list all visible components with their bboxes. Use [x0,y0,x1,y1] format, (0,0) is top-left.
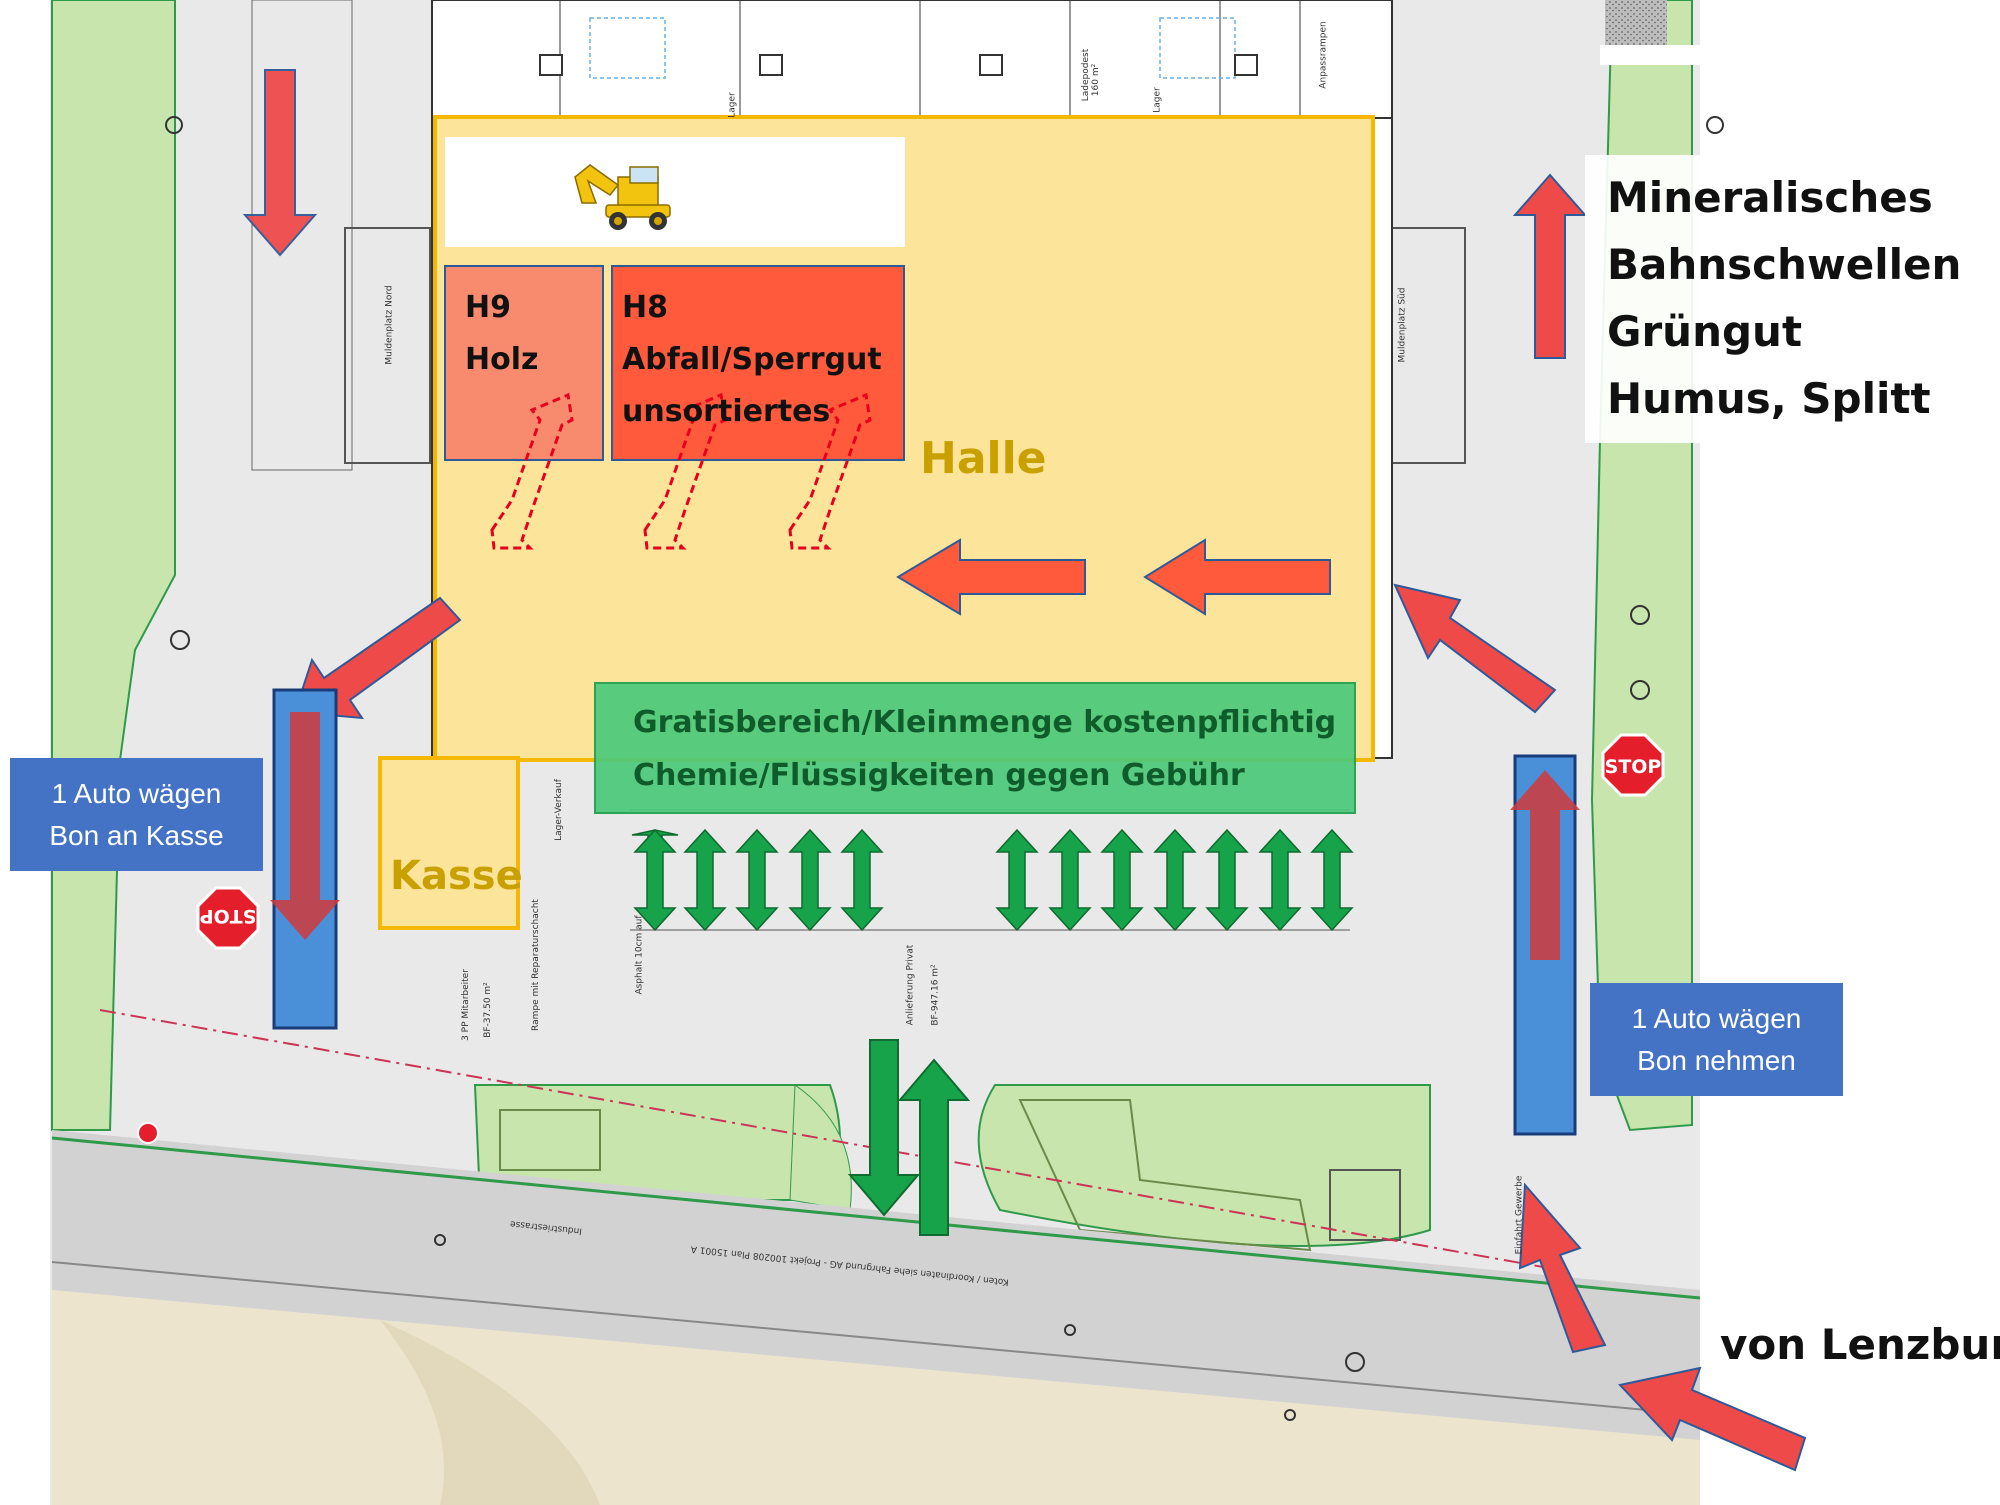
rampe-label: Rampe mit Reparaturschacht [530,899,541,1031]
mulde-nord-label: Muldenplatz Nord [384,285,395,365]
zone-h9 [444,265,604,461]
material-3: Grüngut [1607,307,1803,356]
double-arrow [788,828,832,932]
scale-entry-arrow [1510,770,1580,960]
anlieferung-label: Anlieferung Privat [905,944,916,1026]
arrow-up-delivery [897,1058,971,1236]
material-4: Humus, Splitt [1607,374,1931,423]
double-arrow [1100,828,1144,932]
einfahrt-label: Einfahrt Gewerbe [1514,1175,1525,1255]
zone-h8-line2: unsortiertes [622,394,831,429]
arrow-from-lenzburg [1618,1366,1807,1472]
scale-exit-line1: 1 Auto wägen [51,777,222,809]
double-arrow [1258,828,1302,932]
free-area [594,682,1356,814]
mulde-sued-label: Muldenplatz Süd [1397,287,1408,363]
mulde-nord-bay [344,227,431,464]
double-arrow [1310,828,1354,932]
double-arrow [1205,828,1249,932]
double-arrow [840,828,884,932]
unloading-markers [490,392,872,550]
lager-verkauf-label: Lager-Verkauf [553,779,564,841]
arrow-down-left [242,69,318,257]
from-lenzburg-label: von Lenzburg [1720,1320,2000,1369]
arrow-entry [1518,1182,1607,1354]
free-area-line1: Gratisbereich/Kleinmenge kostenpflichtig [633,705,1337,740]
asphalt-label: Asphalt 10cm auf [634,915,645,995]
double-arrow [683,828,727,932]
zone-h8 [611,265,905,461]
scale-exit-arrow [270,712,340,940]
material-1: Mineralisches [1607,173,1933,222]
cashier-box [378,756,520,930]
pp-area-label: BF-37.50 m² [482,982,493,1038]
stop-text-left: STOP [200,905,257,927]
double-arrow [995,828,1039,932]
no-entry-sign [137,1122,159,1144]
zone-h9-name: Holz [465,342,539,377]
double-arrow [1048,828,1092,932]
anpassrampen-label: Anpassrampen [1318,21,1329,89]
lager-label-1: Lager [727,92,738,118]
arrow-left-1 [1143,538,1331,616]
ladepodest-label: Ladepodest [1081,48,1092,102]
scale-exit-line2: Bon an Kasse [49,819,224,851]
arrow-left-2 [896,538,1086,616]
hall-label: Halle [920,433,1047,484]
arrow-down-delivery [847,1039,921,1217]
double-arrow-group [633,828,1354,932]
double-arrow [735,828,779,932]
stop-text-right: STOP [1605,756,1662,778]
scale-entry-line1: 1 Auto wägen [1631,1002,1802,1034]
gravel-patch [1605,0,1667,45]
double-arrow [633,828,677,932]
scale-entry-line2: Bon nehmen [1637,1044,1796,1076]
zone-h8-code: H8 [622,290,668,325]
stop-sign-right: STOP [1601,733,1665,797]
building-outline [431,0,1393,119]
materials-panel: Mineralisches Bahnschwellen Grüngut Humu… [1585,155,1961,443]
double-arrow [1153,828,1197,932]
scale-entry-box: 1 Auto wägen Bon nehmen [1590,983,1843,1096]
pp-mitarbeiter-label: 3 PP Mitarbeiter [460,969,471,1041]
excavator-icon [574,164,671,230]
zone-h9-code: H9 [465,290,511,325]
ladepodest-area: 160 m² [1091,63,1102,97]
cashier-label: Kasse [390,853,523,899]
arrow-up-right [1512,173,1588,359]
arrow-into-hall [1393,583,1557,714]
zone-h8-line1: Abfall/Sperrgut [622,342,882,377]
stop-sign-left: STOP [196,886,260,950]
free-area-line2: Chemie/Flüssigkeiten gegen Gebühr [633,758,1245,793]
lager-label-2: Lager [1152,87,1163,113]
material-2: Bahnschwellen [1607,240,1962,289]
scale-exit-box: 1 Auto wägen Bon an Kasse [10,758,263,871]
anlieferung-area-label: BF-947.16 m² [930,964,941,1026]
excavator-panel [445,137,905,247]
